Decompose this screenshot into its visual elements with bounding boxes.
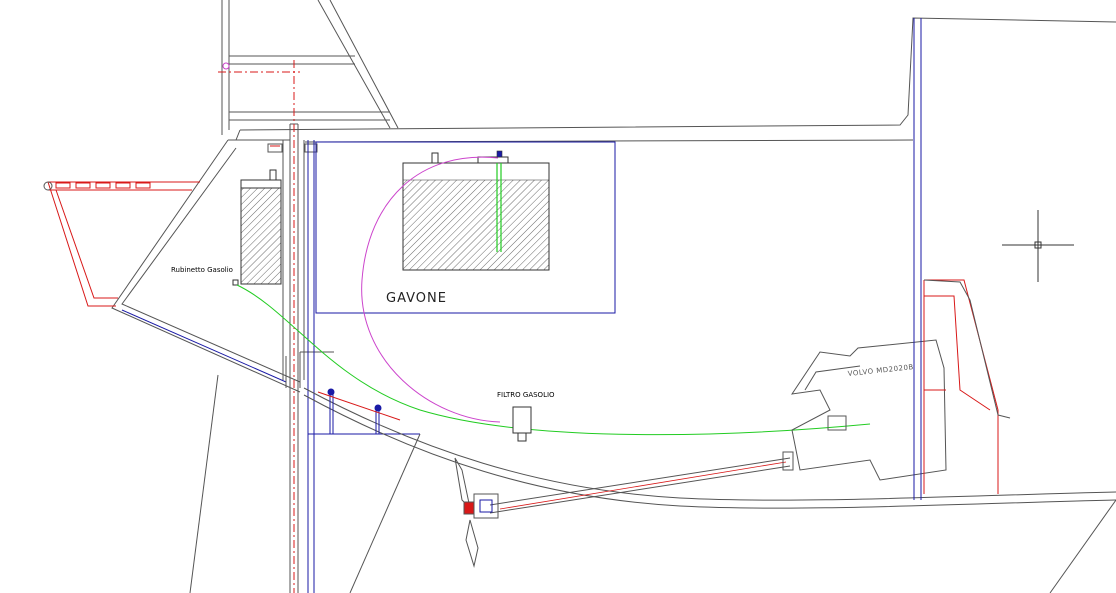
- forward-fuel-tank: [402, 150, 550, 271]
- rudder-bearing: [267, 143, 318, 153]
- engine-bed-outline: [923, 279, 1011, 419]
- cockpit-structure: [221, 0, 399, 135]
- return-line: [361, 156, 501, 423]
- locker-label: GAVONE: [386, 291, 447, 306]
- deck-line: [228, 17, 1116, 143]
- propeller-shaft: [489, 451, 794, 514]
- through-hull-fittings: [317, 388, 401, 434]
- rudder-stock: [282, 123, 305, 593]
- fuel-supply-line: [236, 284, 871, 436]
- fuel-tap-label: Rubinetto Gasolio: [171, 266, 233, 274]
- engine: [790, 339, 947, 481]
- crosshair-icon[interactable]: [1002, 210, 1074, 282]
- rudder-centerline: [218, 60, 300, 593]
- hull-bottom: [303, 387, 1116, 593]
- engine-model-label: VOLVO MD2020B: [847, 363, 914, 378]
- engine-bed: [923, 279, 999, 494]
- transom-blue: [121, 309, 287, 383]
- platform-roller: [43, 181, 53, 191]
- transom: [111, 139, 301, 593]
- reference-mark: [222, 62, 230, 70]
- rudder-bearing-lower: [285, 351, 334, 388]
- fuel-tap: [232, 279, 239, 286]
- locker-outline: [315, 141, 616, 314]
- aft-fuel-tank: [240, 169, 282, 285]
- fuel-filter-label: FILTRO GASOLIO: [497, 391, 555, 399]
- fuel-filter: [512, 406, 532, 442]
- bulkhead-forward: [913, 18, 922, 500]
- propeller: [454, 457, 499, 568]
- swim-platform: [47, 181, 200, 307]
